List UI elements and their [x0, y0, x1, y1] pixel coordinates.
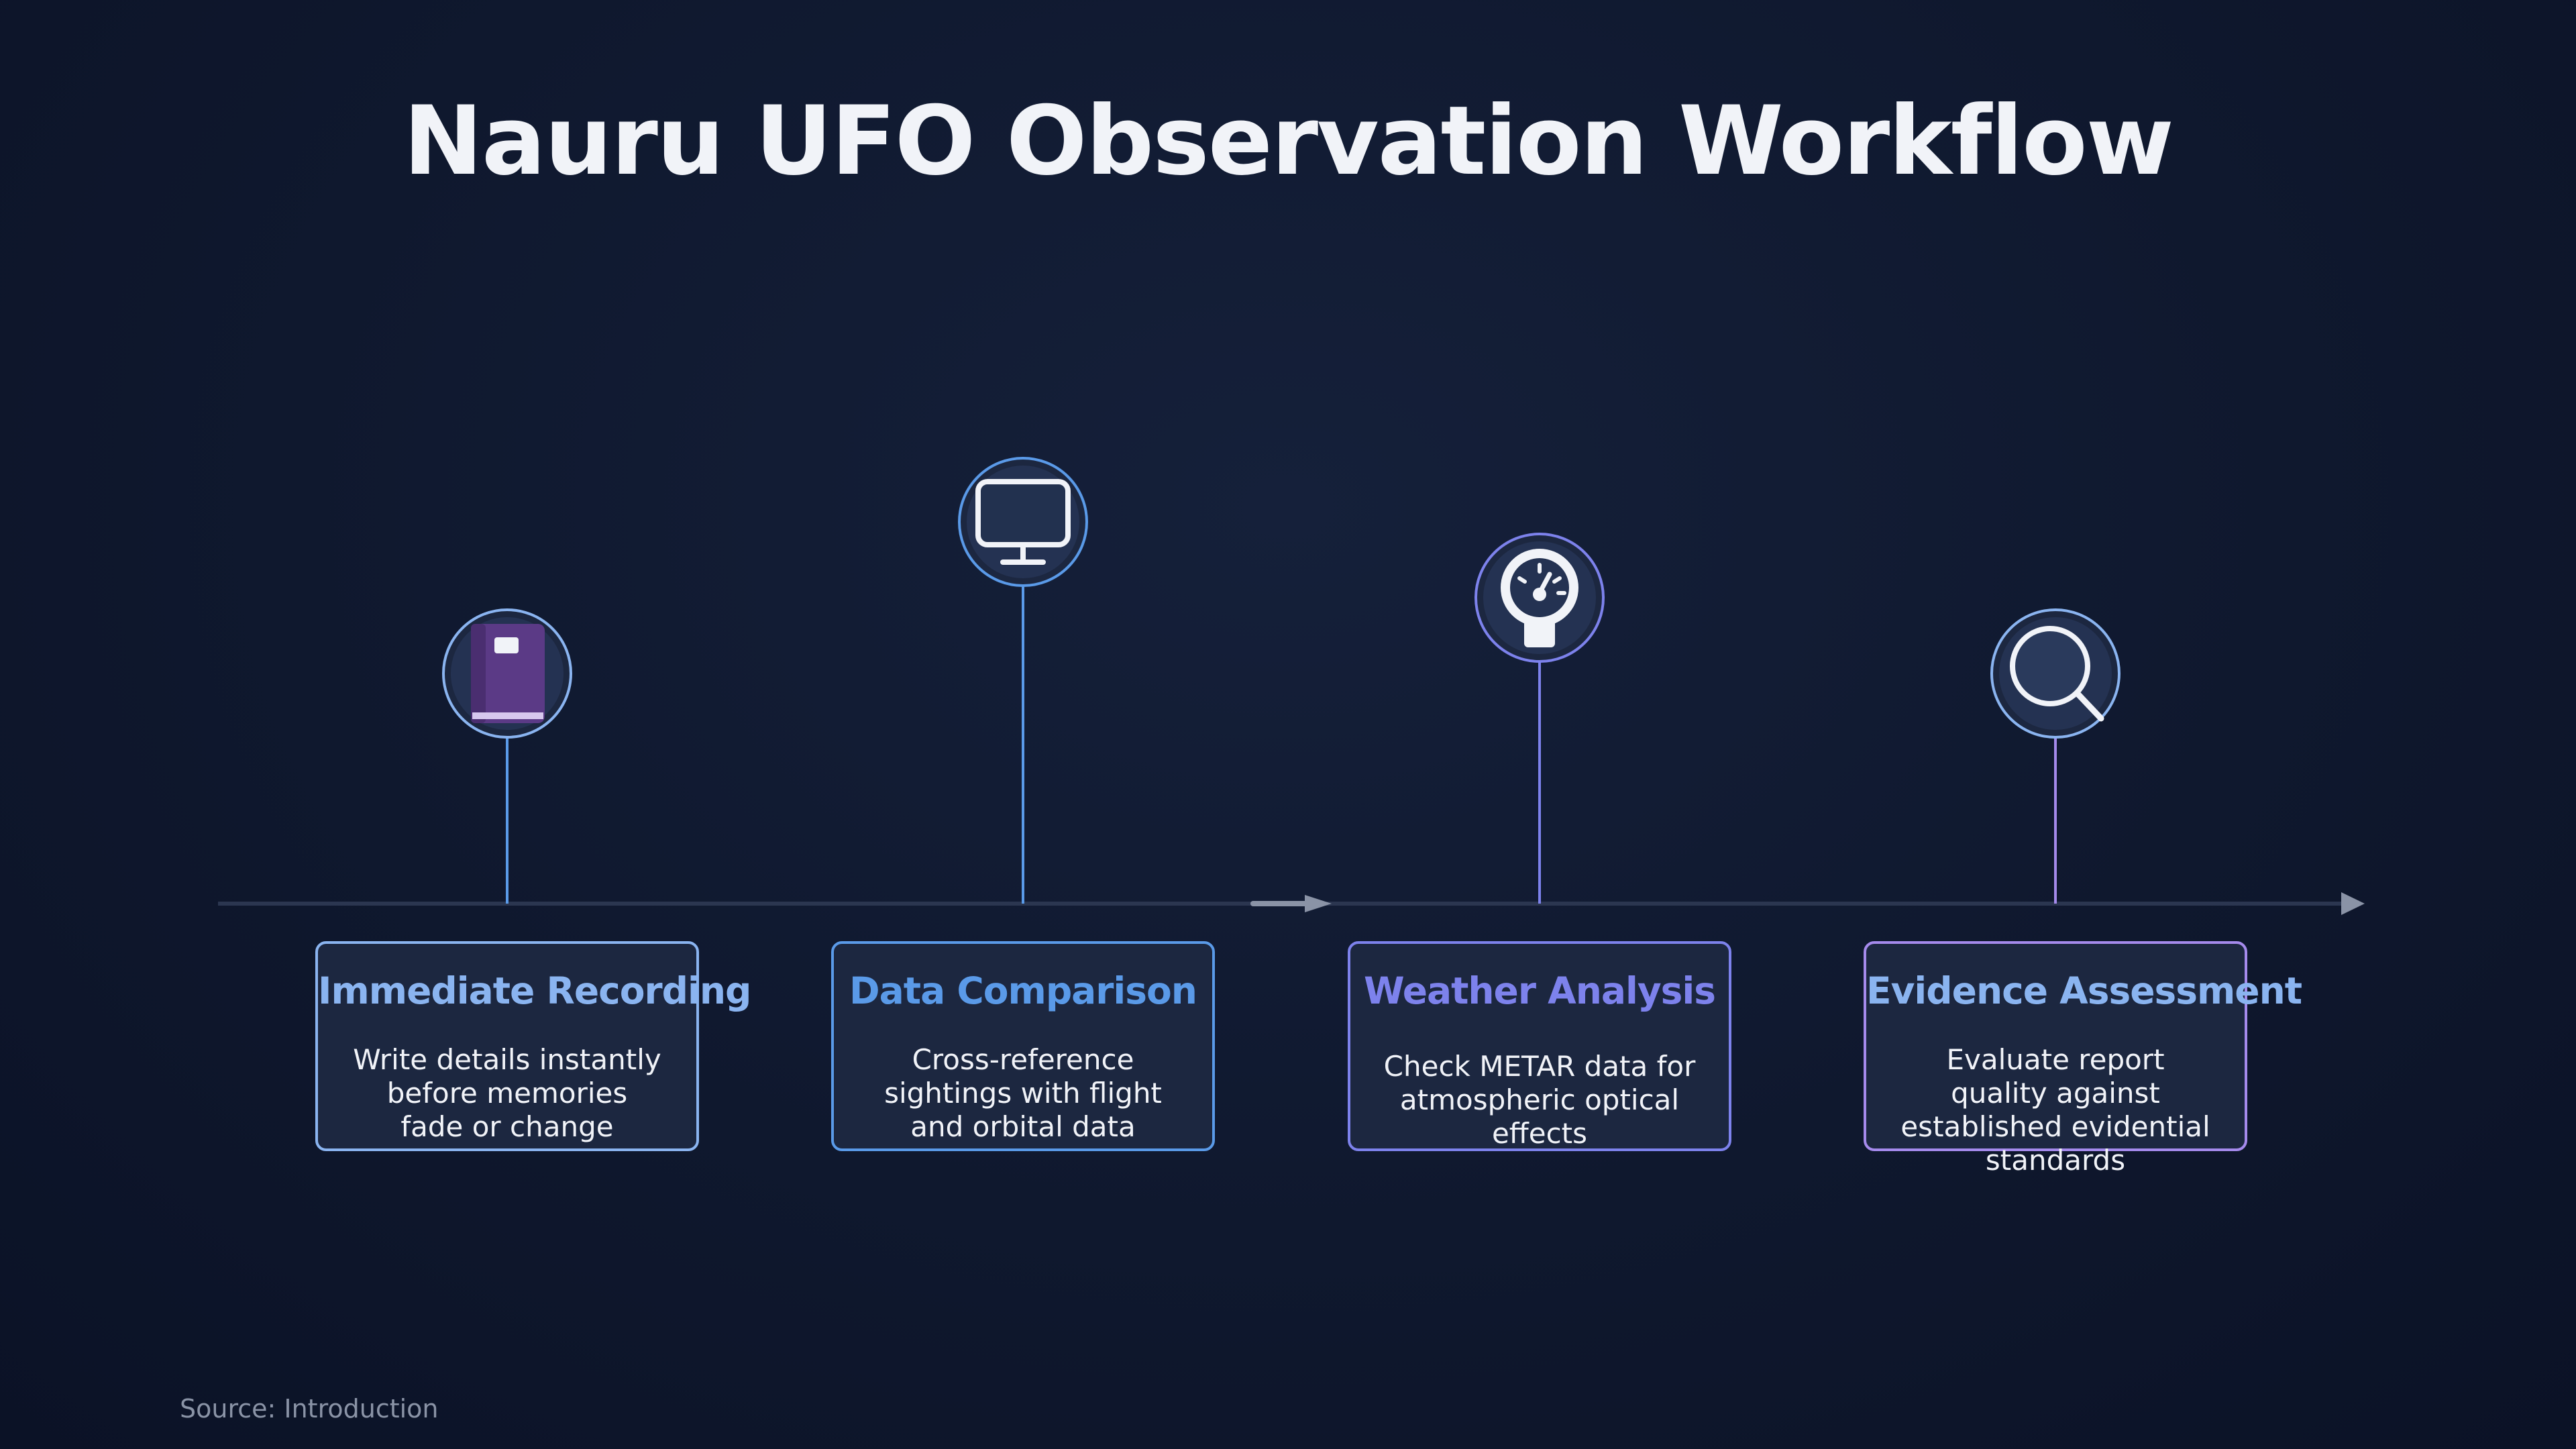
timeline-mid-arrow — [1250, 895, 1332, 912]
step-title-1: Immediate Recording — [318, 969, 751, 1012]
step-card-3: Weather Analysis Check METAR data for at… — [1348, 941, 1731, 1151]
step-title-2: Data Comparison — [849, 969, 1197, 1012]
step-description-2: Cross-reference sightings with flight an… — [884, 1043, 1162, 1143]
step-card-4: Evidence Assessment Evaluate report qual… — [1864, 941, 2302, 1177]
page-title: Nauru UFO Observation Workflow — [403, 86, 2174, 197]
step-description-3: Check METAR data for atmospheric optical… — [1383, 1050, 1696, 1150]
step-title-4: Evidence Assessment — [1866, 969, 2302, 1012]
source-note: Source: Introduction — [180, 1394, 439, 1424]
step-card-2: Data Comparison Cross-reference sighting… — [831, 941, 1215, 1151]
notebook-icon — [442, 608, 572, 739]
step-card-1: Immediate Recording Write details instan… — [315, 941, 751, 1151]
timeline-end-arrow — [2341, 892, 2365, 915]
monitor-icon — [958, 457, 1088, 587]
step-description-1: Write details instantly before memories … — [353, 1043, 661, 1143]
gauge-icon — [1474, 533, 1605, 663]
step-title-3: Weather Analysis — [1363, 969, 1716, 1012]
magnifier-icon — [1990, 608, 2121, 739]
step-description-4: Evaluate report quality against establis… — [1900, 1043, 2210, 1177]
